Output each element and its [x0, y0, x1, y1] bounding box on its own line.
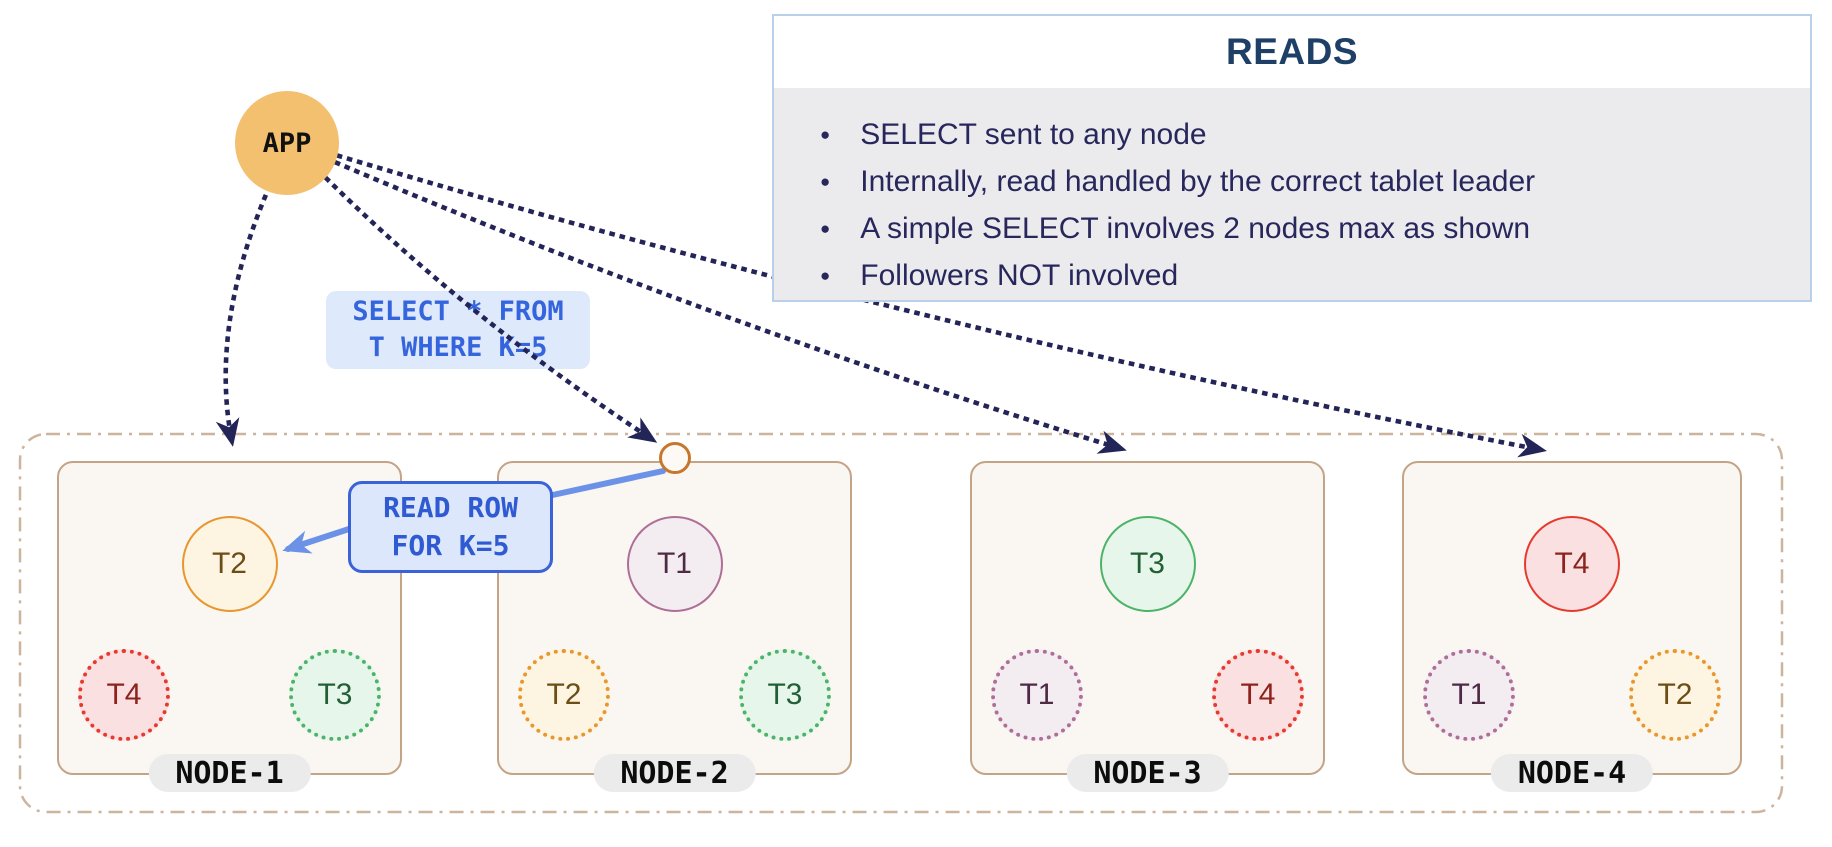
arrow-app-to-node1 [215, 193, 269, 447]
tablet-follower: T4 [1212, 649, 1304, 741]
node-label-pill: NODE-2 [593, 754, 756, 792]
tablet-label: T1 [1019, 678, 1055, 711]
tablet-leader: T3 [1099, 516, 1196, 612]
read-row-callout: READ ROW FOR K=5 [348, 481, 553, 573]
tablet-label: T1 [656, 547, 692, 580]
tablet-follower: T4 [78, 649, 170, 741]
tablet-label: T3 [767, 678, 803, 711]
tablet-label: T2 [1657, 678, 1693, 711]
reads-panel-title: READS [1225, 31, 1359, 72]
bullet-dot: ● [820, 124, 831, 144]
bullet-dot: ● [820, 265, 831, 285]
tablet-leader: T2 [181, 516, 278, 612]
tablet-leader: T4 [1524, 516, 1620, 612]
tablet-follower: T1 [991, 649, 1083, 741]
bullet-item: ● Followers NOT involved [820, 252, 1780, 299]
tablet-label: T2 [211, 547, 247, 580]
tablet-label: T3 [317, 678, 353, 711]
bullet-dot: ● [820, 171, 831, 191]
tablet-label: T1 [1451, 678, 1487, 711]
tablet-label: T2 [546, 678, 582, 711]
bullet-text: Internally, read handled by the correct … [860, 164, 1536, 198]
tablet-follower: T2 [518, 649, 610, 741]
tablet-label: T3 [1129, 547, 1165, 580]
bullet-text: SELECT sent to any node [860, 117, 1207, 151]
read-row-line2: FOR K=5 [391, 529, 510, 562]
bullet-item: ● Internally, read handled by the correc… [820, 158, 1780, 205]
tablet-follower: T1 [1423, 649, 1515, 741]
select-query-line1: SELECT * FROM [352, 296, 564, 328]
node-box-3: T3 T1 T4 NODE-3 [970, 461, 1325, 792]
tablet-label: T4 [106, 678, 142, 711]
bullet-item: ● A simple SELECT involves 2 nodes max a… [820, 205, 1780, 252]
tablet-follower: T3 [739, 649, 831, 741]
node-label-pill: NODE-1 [148, 754, 311, 792]
bullet-text: A simple SELECT involves 2 nodes max as … [860, 211, 1531, 245]
bullet-dot: ● [820, 218, 831, 238]
reads-panel-header: READS [774, 16, 1810, 88]
tablet-leader: T1 [626, 516, 723, 612]
app-circle: APP [235, 91, 339, 195]
node-label-pill: NODE-4 [1490, 754, 1654, 792]
tablet-request-circle [659, 442, 691, 474]
tablet-follower: T2 [1629, 649, 1721, 741]
app-label: APP [262, 127, 312, 159]
tablet-label: T4 [1240, 678, 1276, 711]
tablet-label: T4 [1554, 547, 1590, 580]
bullet-text: Followers NOT involved [860, 258, 1179, 292]
reads-bullet-list: ● SELECT sent to any node ● Internally, … [774, 88, 1810, 300]
tablet-follower: T3 [289, 649, 381, 741]
node-box-4: T4 T1 T2 NODE-4 [1402, 461, 1742, 792]
select-query-line2: T WHERE K=5 [368, 332, 548, 363]
node-label-pill: NODE-3 [1066, 754, 1229, 792]
read-row-line1: READ ROW [383, 491, 518, 525]
reads-panel: READS ● SELECT sent to any node ● Intern… [772, 14, 1812, 302]
select-query-label: SELECT * FROM T WHERE K=5 [326, 291, 590, 369]
bullet-item: ● SELECT sent to any node [820, 111, 1780, 158]
